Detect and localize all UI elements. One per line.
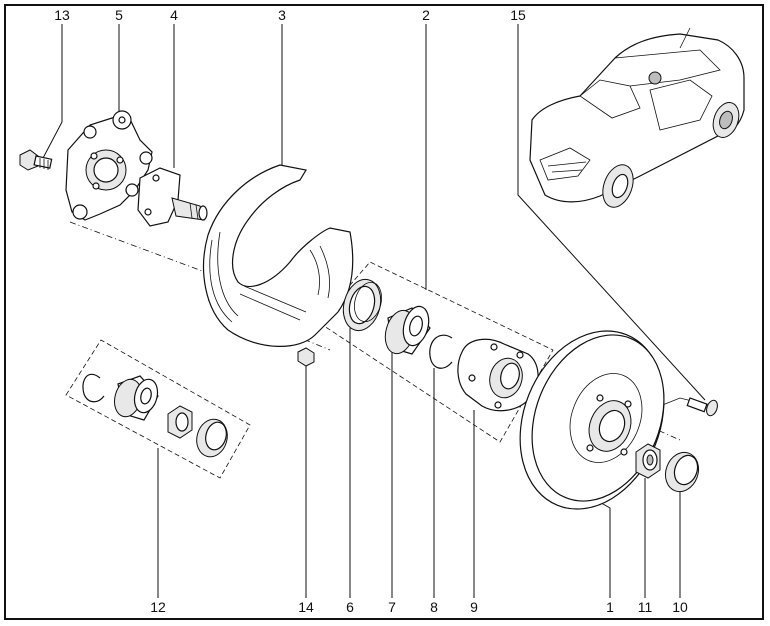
callout-5: 5 xyxy=(115,7,123,23)
bearing-7 xyxy=(384,305,431,355)
nut-11 xyxy=(635,443,661,479)
knuckle-5 xyxy=(65,110,153,221)
car-sketch xyxy=(529,27,745,208)
leader-13 xyxy=(41,24,63,161)
callout-8: 8 xyxy=(430,599,438,615)
callout-1: 1 xyxy=(606,599,614,615)
callout-labels: 13 5 4 3 2 15 12 14 6 7 8 9 1 11 10 xyxy=(54,7,688,615)
hub-9 xyxy=(457,338,539,412)
brake-disc-1 xyxy=(519,330,665,510)
leader-lines xyxy=(41,24,706,598)
callout-13: 13 xyxy=(54,7,70,23)
seal-6 xyxy=(342,278,382,332)
screw-15 xyxy=(686,397,718,417)
leader-1 xyxy=(595,499,611,598)
callout-11: 11 xyxy=(638,599,653,615)
shield-3 xyxy=(202,164,354,347)
callout-10: 10 xyxy=(672,599,688,615)
repair-kit-12 xyxy=(82,373,228,458)
group-outline-2 xyxy=(317,261,554,443)
callout-4: 4 xyxy=(170,7,178,23)
callout-2: 2 xyxy=(422,7,430,23)
callout-9: 9 xyxy=(470,599,478,615)
circlip-8 xyxy=(429,334,453,369)
leader-15 xyxy=(517,24,706,401)
group-outline-12 xyxy=(65,339,251,479)
callout-3: 3 xyxy=(278,7,286,23)
axle-stub-4 xyxy=(137,167,208,227)
cap-10 xyxy=(664,451,700,493)
callout-6: 6 xyxy=(346,599,354,615)
callout-14: 14 xyxy=(298,599,314,615)
callout-12: 12 xyxy=(150,599,166,615)
callout-15: 15 xyxy=(510,7,526,23)
bolt-14 xyxy=(297,347,315,376)
bolt-13 xyxy=(19,149,53,171)
callout-7: 7 xyxy=(388,599,396,615)
